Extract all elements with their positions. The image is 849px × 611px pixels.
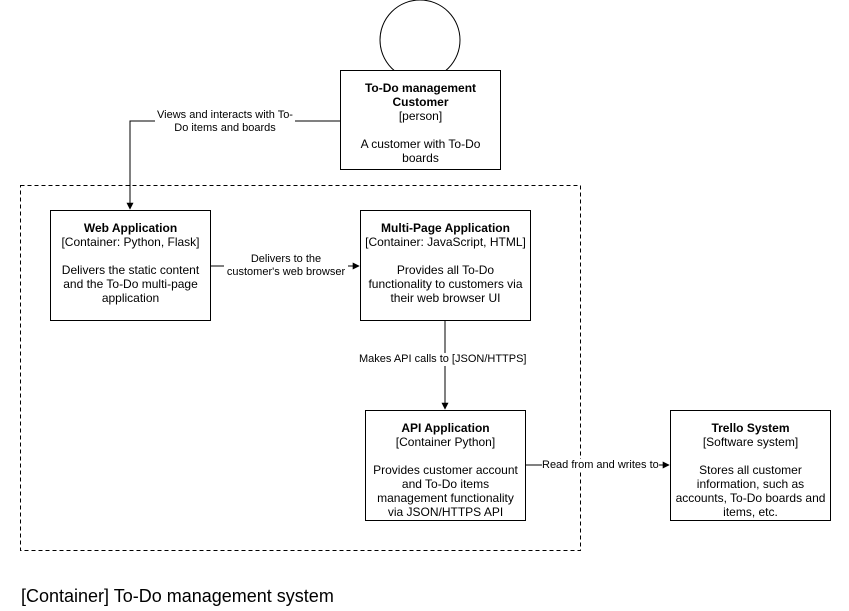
mpa-title: Multi-Page Application — [381, 221, 510, 235]
edge-label-person-to-web: Views and interacts with To-Do items and… — [155, 109, 295, 135]
api-description: Provides customer account and To-Do item… — [373, 463, 518, 519]
person-description: A customer with To-Do boards — [360, 137, 481, 165]
api-tech: [Container Python] — [395, 435, 496, 449]
trello-system-box[interactable]: Trello System [Software system] Stores a… — [670, 410, 831, 521]
boundary-label: [Container] To-Do management system — [21, 586, 334, 606]
system-boundary — [20, 185, 581, 551]
web-app-description: Delivers the static content and the To-D… — [61, 263, 200, 305]
edge-label-mpa-to-api: Makes API calls to [JSON/HTTPS] — [359, 353, 527, 366]
mpa-tech: [Container: JavaScript, HTML] — [365, 235, 526, 249]
person-title: To-Do management Customer — [364, 81, 477, 109]
trello-description: Stores all customer information, such as… — [675, 463, 826, 519]
person-type: [person] — [398, 109, 443, 123]
edge-label-api-to-trello: Read from and writes to — [542, 459, 659, 472]
person-box[interactable]: To-Do management Customer [person] A cus… — [340, 70, 501, 170]
multi-page-application-box[interactable]: Multi-Page Application [Container: JavaS… — [360, 210, 531, 321]
trello-title: Trello System — [711, 421, 790, 435]
person-head-icon — [379, 0, 461, 81]
web-application-box[interactable]: Web Application [Container: Python, Flas… — [50, 210, 211, 321]
trello-tech: [Software system] — [702, 435, 799, 449]
api-title: API Application — [401, 421, 490, 435]
edge-label-web-to-mpa: Delivers to the customer's web browser — [224, 253, 348, 279]
api-application-box[interactable]: API Application [Container Python] Provi… — [365, 410, 526, 521]
web-app-title: Web Application — [83, 221, 178, 235]
mpa-description: Provides all To-Do functionality to cust… — [368, 263, 523, 305]
web-app-tech: [Container: Python, Flask] — [61, 235, 200, 249]
